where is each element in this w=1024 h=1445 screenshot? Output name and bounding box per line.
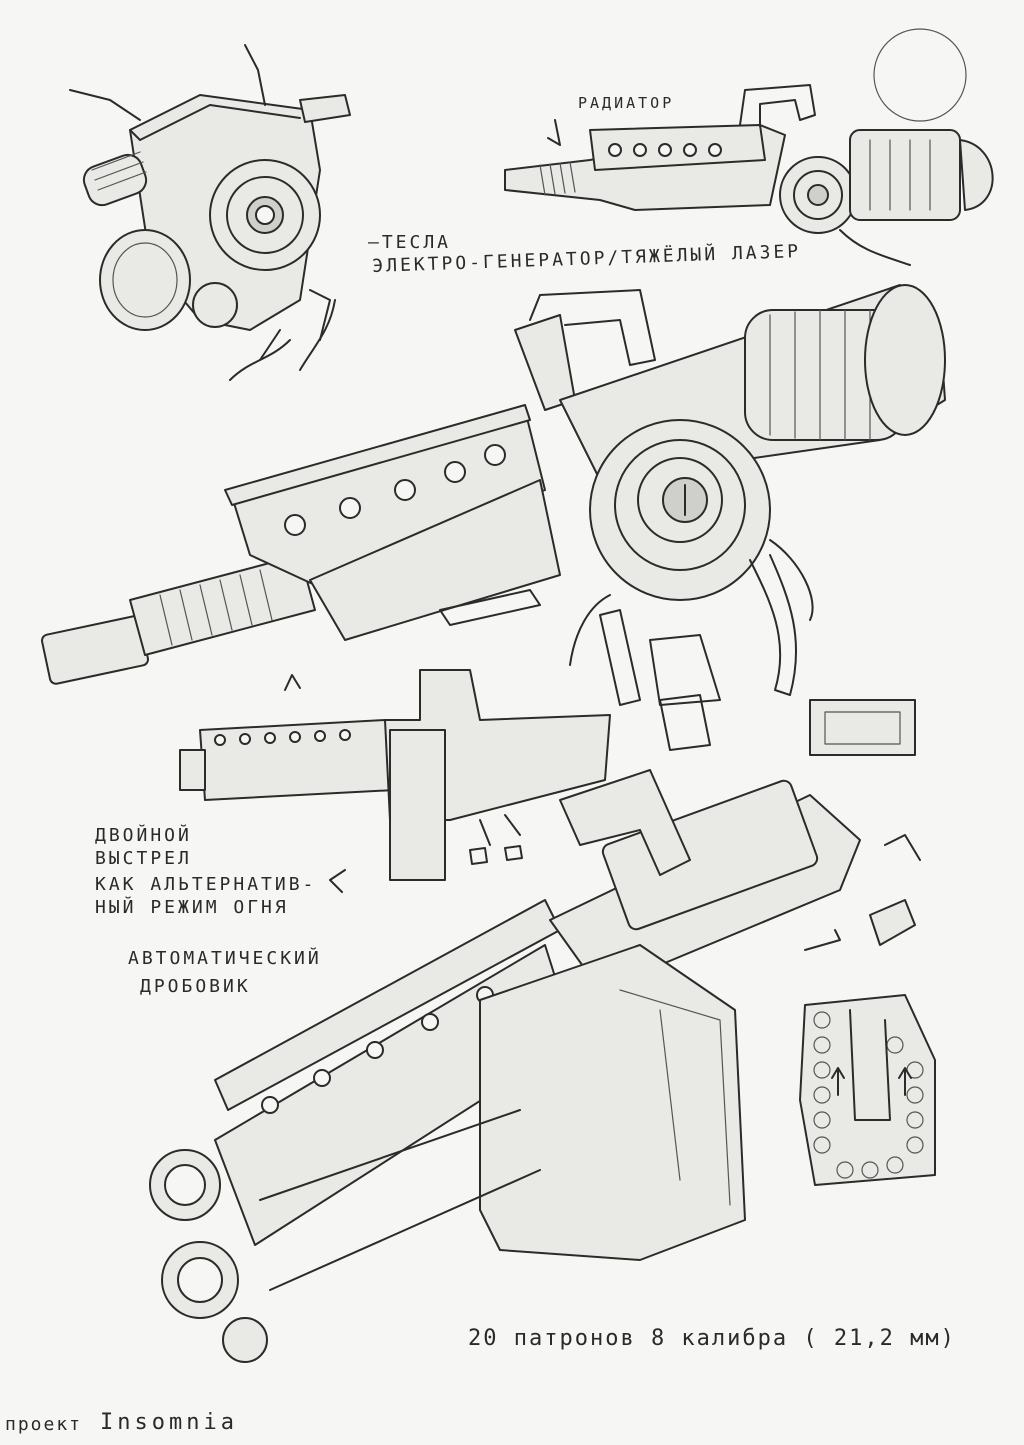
- project-name: Insomnia: [100, 1410, 238, 1435]
- auto-shotgun-drawing: [149, 769, 921, 1363]
- annotation-auto-shotgun-line2: ДРОБОВИК: [140, 976, 251, 997]
- annotation-double-shot-line2: ВЫСТРЕЛ: [95, 848, 192, 869]
- heavy-laser-drawing: [504, 28, 994, 266]
- annotation-alt-fire-line2: НЫЙ РЕЖИМ ОГНЯ: [95, 897, 289, 918]
- magazine-diagram: [799, 994, 936, 1186]
- annotation-radiator: РАДИАТОР: [578, 94, 675, 112]
- annotation-auto-shotgun-line1: АВТОМАТИЧЕСКИЙ: [128, 948, 322, 969]
- double-shot-drawing: [179, 609, 916, 881]
- heavy-laser-main-drawing: [41, 284, 946, 696]
- annotation-double-shot-line1: ДВОЙНОЙ: [95, 825, 192, 846]
- annotation-tesla: –ТЕСЛА: [368, 232, 452, 253]
- annotation-ammo-spec: 20 патронов 8 калибра ( 21,2 мм): [468, 1326, 956, 1351]
- tesla-generator-drawing: [69, 44, 351, 381]
- annotation-alt-fire-line1: КАК АЛЬТЕРНАТИВ-: [95, 874, 317, 895]
- project-label: проект: [5, 1414, 83, 1435]
